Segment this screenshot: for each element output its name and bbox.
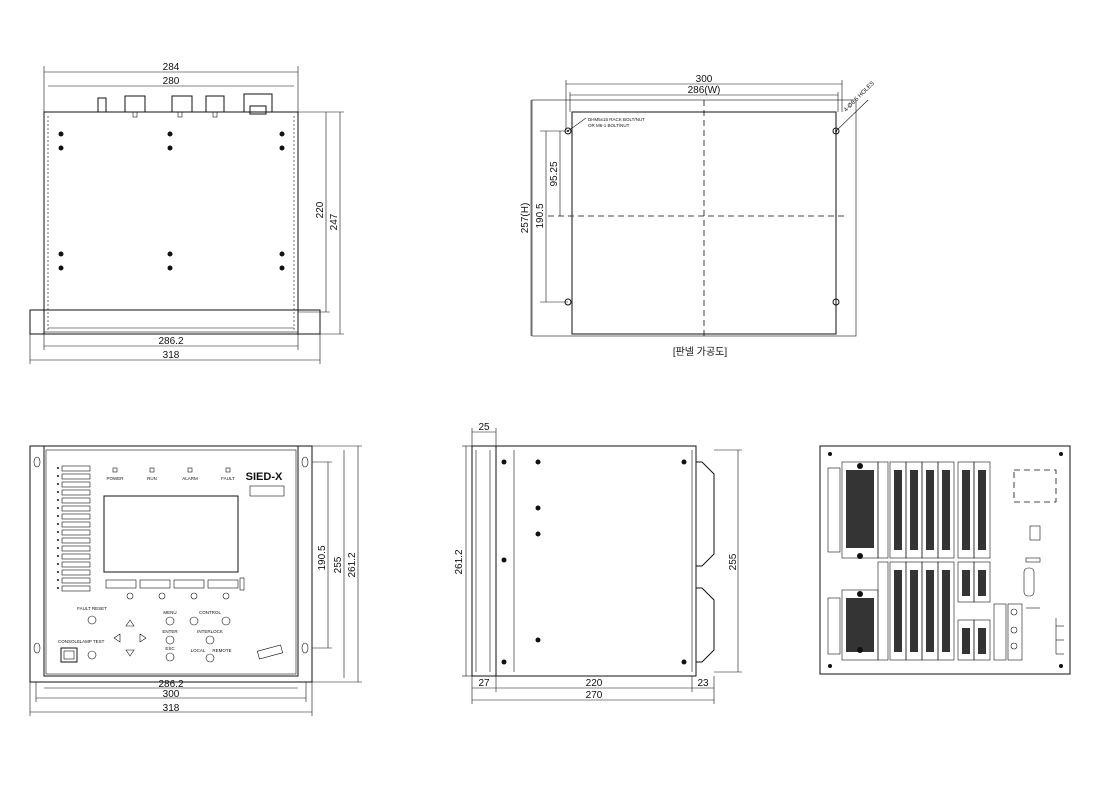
dim-280: 280 xyxy=(163,76,180,87)
dim-190-5: 190.5 xyxy=(535,203,546,228)
console-label: CONSOLE xyxy=(58,639,80,644)
front-dim-300: 300 xyxy=(163,689,180,700)
side-dim-25: 25 xyxy=(478,422,490,433)
dim-286w: 286(W) xyxy=(688,85,721,96)
panel-cutout-view: 300 286(W) 257(H) 190.5 95.25 DHM5x16 RA… xyxy=(520,74,876,358)
esc-label: ESC xyxy=(165,646,175,651)
dim-286-2: 286.2 xyxy=(158,336,183,347)
front-view: POWER RUN ALARM FAULT SIED-X FAULT RESET… xyxy=(29,445,362,716)
fault-reset-button[interactable] xyxy=(87,615,97,625)
interlock-label: INTERLOCK xyxy=(197,629,223,634)
front-dim-318: 318 xyxy=(163,703,180,714)
bolt-note-2: OR M6-1 BOLT/NUT xyxy=(588,123,630,128)
menu-button[interactable] xyxy=(165,616,175,626)
arrow-left-icon[interactable] xyxy=(113,633,121,643)
led-run-label: RUN xyxy=(147,476,157,481)
esc-button[interactable] xyxy=(165,652,175,662)
top-view: 284 280 xyxy=(29,62,344,364)
brand-logo: SIED-X xyxy=(246,471,283,483)
front-dim-261-2: 261.2 xyxy=(347,552,358,577)
lamp-test-button[interactable] xyxy=(87,650,97,660)
front-dim-255: 255 xyxy=(333,556,344,573)
side-view: 25 261.2 255 27 220 23 270 xyxy=(454,422,742,704)
bolt-note-1: DHM5x16 RACK BOLT/NUT xyxy=(588,117,645,122)
lamp-test-label: LAMP TEST xyxy=(80,639,105,644)
dim-284: 284 xyxy=(163,62,180,73)
arrow-down-icon[interactable] xyxy=(125,649,135,657)
side-dim-23: 23 xyxy=(697,678,709,689)
enter-button[interactable] xyxy=(165,635,175,645)
enter-label: ENTER xyxy=(162,629,178,634)
side-dim-270: 270 xyxy=(586,690,603,701)
led-alarm-label: ALARM xyxy=(182,476,198,481)
arrow-right-icon[interactable] xyxy=(139,633,147,643)
arrow-up-icon[interactable] xyxy=(125,619,135,627)
side-dim-27: 27 xyxy=(478,678,490,689)
front-dim-286-2: 286.2 xyxy=(158,679,183,690)
led-power-label: POWER xyxy=(106,476,124,481)
dim-247: 247 xyxy=(329,213,340,230)
control-label: CONTROL xyxy=(199,610,221,615)
side-dim-261-2: 261.2 xyxy=(454,549,465,574)
console-port[interactable] xyxy=(60,647,78,663)
local-remote-button[interactable] xyxy=(205,653,215,663)
remote-label: REMOTE xyxy=(212,648,231,653)
menu-label: MENU xyxy=(163,610,176,615)
rear-view xyxy=(819,445,1071,675)
fault-reset-label: FAULT RESET xyxy=(77,606,107,611)
dim-318: 318 xyxy=(163,350,180,361)
dim-257h: 257(H) xyxy=(520,203,531,234)
led-fault-label: FAULT xyxy=(221,476,235,481)
panel-caption: [판넬 가공도] xyxy=(673,346,728,358)
control-close-button[interactable] xyxy=(221,616,231,626)
side-dim-255: 255 xyxy=(728,553,739,570)
dim-95-25: 95.25 xyxy=(549,161,560,186)
side-dim-220: 220 xyxy=(586,678,603,689)
dim-220: 220 xyxy=(315,201,326,218)
control-open-button[interactable] xyxy=(189,616,199,626)
interlock-button[interactable] xyxy=(205,635,215,645)
local-label: LOCAL xyxy=(191,648,206,653)
dim-300: 300 xyxy=(696,74,713,85)
front-dim-190-5: 190.5 xyxy=(317,545,328,570)
